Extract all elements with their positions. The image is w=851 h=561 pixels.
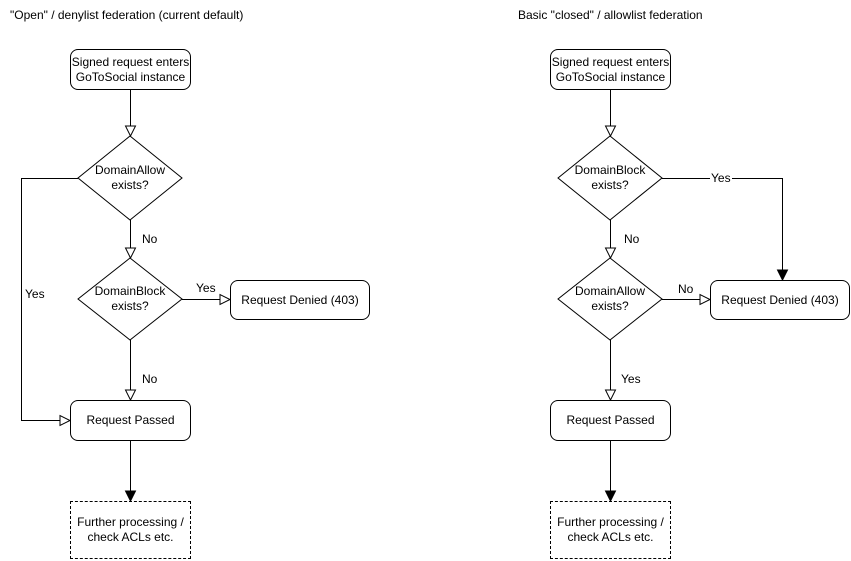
left-request-denied-node: Request Denied (403) — [230, 280, 370, 320]
left-entry-node: Signed request enters GoToSocial instanc… — [70, 49, 191, 90]
edge-left-entry-to-domainallow — [124, 90, 137, 138]
right-request-passed-node: Request Passed — [550, 400, 671, 441]
right-domainallow-decision-label: DomainAllow exists? — [574, 284, 646, 313]
edge-left-domainallow-yes-to-passed — [21, 178, 78, 427]
right-domainblock-decision-label: DomainBlock exists? — [574, 163, 646, 192]
left-block-no-label: No — [141, 372, 159, 386]
right-chart-title: Basic "closed" / allowlist federation — [518, 8, 703, 22]
edge-right-domainblock-yes-to-denied — [662, 178, 789, 282]
right-entry-node: Signed request enters GoToSocial instanc… — [550, 49, 671, 90]
edge-left-domainblock-yes-to-denied — [182, 293, 232, 306]
left-allow-no-label: No — [141, 232, 159, 246]
left-block-yes-label: Yes — [195, 281, 217, 295]
right-domainblock-diamond — [557, 135, 663, 221]
edge-left-domainallow-to-domainblock — [124, 220, 137, 260]
right-allow-yes-label: Yes — [620, 372, 642, 386]
left-domainblock-decision-label: DomainBlock exists? — [94, 284, 166, 313]
left-further-processing-node: Further processing / check ACLs etc. — [70, 501, 191, 559]
right-block-yes-label: Yes — [710, 171, 732, 185]
left-domainblock-diamond — [77, 257, 183, 341]
edge-left-domainblock-no-to-passed — [124, 340, 137, 402]
edge-right-domainblock-no-to-domainallow — [604, 220, 617, 260]
right-request-denied-node: Request Denied (403) — [710, 280, 850, 320]
edge-right-entry-to-domainblock — [604, 90, 617, 138]
right-further-processing-node: Further processing / check ACLs etc. — [550, 501, 671, 559]
left-chart-title: "Open" / denylist federation (current de… — [10, 8, 244, 22]
right-allow-no-label: No — [677, 282, 695, 296]
right-domainallow-diamond — [557, 257, 663, 341]
left-allow-yes-label: Yes — [24, 287, 46, 301]
right-block-no-label: No — [623, 232, 641, 246]
left-domainallow-decision-label: DomainAllow exists? — [94, 163, 166, 192]
edge-right-passed-to-further — [604, 440, 617, 503]
edge-left-passed-to-further — [124, 440, 137, 503]
left-domainallow-diamond — [77, 135, 183, 221]
edge-right-domainallow-no-to-denied — [662, 293, 712, 306]
left-request-passed-node: Request Passed — [70, 400, 191, 441]
edge-right-domainallow-yes-to-passed — [604, 340, 617, 402]
